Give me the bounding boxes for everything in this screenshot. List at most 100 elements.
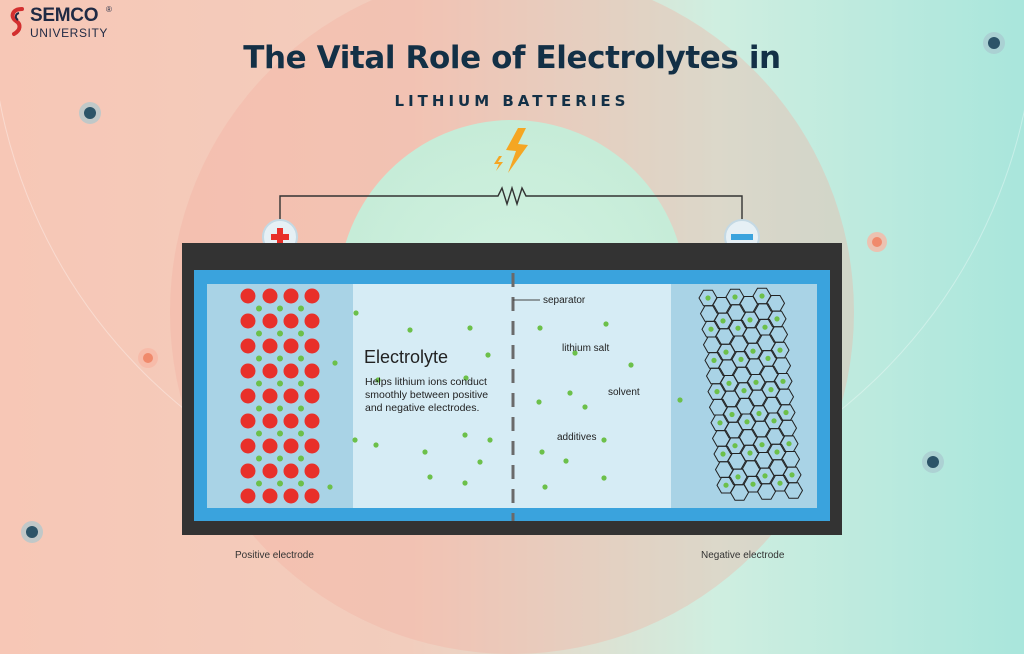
anode-ion: [705, 295, 711, 301]
cathode-particle: [262, 488, 278, 504]
cathode-ion: [298, 330, 304, 337]
anode-ion: [750, 348, 756, 354]
cathode-ion: [298, 455, 304, 462]
electrolyte-ion: [487, 437, 493, 443]
electrolyte-ion: [407, 327, 413, 333]
electrolyte-ion: [536, 399, 542, 405]
electrolyte-ion: [603, 321, 609, 327]
anode-ion: [774, 316, 780, 322]
cathode-particle: [262, 388, 278, 404]
anode-ion: [726, 380, 732, 386]
anode-ion: [750, 481, 756, 487]
cathode-particle: [304, 463, 320, 479]
anode-ion: [789, 472, 795, 478]
cathode-particle: [283, 338, 299, 354]
cathode-particle: [283, 388, 299, 404]
electrolyte-ion: [582, 404, 588, 410]
electrolyte-ion: [572, 350, 578, 356]
anode-ion: [735, 474, 741, 480]
cathode-ion: [256, 330, 262, 337]
cathode-particle: [304, 438, 320, 454]
cathode-ion: [256, 430, 262, 437]
cathode-particle: [262, 438, 278, 454]
electrolyte-ion: [485, 352, 491, 358]
page-subtitle: LITHIUM BATTERIES: [394, 92, 630, 110]
anode-ion: [747, 450, 753, 456]
anode-ion: [741, 388, 747, 394]
separator-label: separator: [543, 295, 586, 306]
cathode-particle: [240, 488, 256, 504]
anode-ion: [774, 449, 780, 455]
cathode-ion: [298, 380, 304, 387]
cathode-particle: [240, 313, 256, 329]
positive-electrode-label: Positive electrode: [235, 550, 314, 561]
electrolyte-description-line-2: smoothly between positive: [365, 389, 489, 401]
electrolyte-ion: [462, 432, 468, 438]
anode-ion: [738, 356, 744, 362]
cathode-particle: [240, 388, 256, 404]
cathode-particle: [240, 463, 256, 479]
cathode-particle: [283, 463, 299, 479]
electrolyte-ion: [567, 390, 573, 396]
cathode-particle: [304, 413, 320, 429]
cathode-ion: [256, 405, 262, 412]
decorative-dots: [21, 32, 1005, 543]
cathode-particle: [262, 313, 278, 329]
cathode-particle: [240, 363, 256, 379]
anode-ion: [732, 443, 738, 449]
electrolyte-ion: [542, 484, 548, 490]
electrolyte-ion: [352, 437, 358, 443]
cathode-particle: [240, 288, 256, 304]
anode-ion: [777, 347, 783, 353]
cathode-particle: [283, 313, 299, 329]
electrolyte-ion: [462, 480, 468, 486]
cathode-particle: [283, 363, 299, 379]
anode-ion: [762, 473, 768, 479]
cathode-ion: [277, 480, 283, 487]
cathode-particle: [262, 413, 278, 429]
cathode-particle: [262, 363, 278, 379]
anode-ion: [732, 294, 738, 300]
electrolyte-ion: [332, 360, 338, 366]
anode-ion: [744, 419, 750, 425]
electrolyte-ion: [601, 437, 607, 443]
electrolyte-ion: [422, 449, 428, 455]
cathode-ion: [277, 355, 283, 362]
anode-ion: [720, 451, 726, 457]
cathode-ion: [298, 430, 304, 437]
anode-ion: [711, 357, 717, 363]
anode-ion: [756, 410, 762, 417]
cathode-particle: [283, 488, 299, 504]
cathode-particle: [304, 313, 320, 329]
cathode-ion: [277, 380, 283, 387]
cathode-ion: [298, 405, 304, 412]
anode-ion: [720, 318, 726, 324]
cathode-ion: [256, 380, 262, 387]
electrolyte-ion: [353, 310, 359, 316]
cathode-particle: [304, 363, 320, 379]
electrolyte-ion: [427, 474, 433, 480]
electrolyte-ion: [677, 397, 683, 403]
anode-ion: [708, 326, 714, 332]
negative-electrode-plate: [671, 284, 817, 508]
electrolyte-heading: Electrolyte: [364, 347, 449, 367]
cathode-particle: [283, 288, 299, 304]
anode-ion: [723, 482, 729, 488]
electrolyte-ion: [539, 449, 545, 455]
electrolyte-ion: [327, 484, 333, 490]
additives-label: additives: [557, 432, 597, 443]
cathode-ion: [298, 305, 304, 312]
electrolyte-description-line-1: Helps lithium ions conduct: [365, 376, 487, 388]
positive-electrode-plate: [207, 284, 353, 508]
anode-ion: [717, 420, 723, 426]
electrolyte-ion: [628, 362, 634, 368]
anode-ion: [780, 378, 786, 384]
anode-ion: [723, 349, 729, 355]
cathode-particle: [262, 463, 278, 479]
anode-ion: [714, 389, 720, 395]
cathode-ion: [277, 330, 283, 337]
electrolyte-ion: [601, 475, 607, 481]
cathode-particle: [304, 388, 320, 404]
brand-subtitle: UNIVERSITY: [30, 26, 109, 40]
cathode-ion: [277, 305, 283, 312]
